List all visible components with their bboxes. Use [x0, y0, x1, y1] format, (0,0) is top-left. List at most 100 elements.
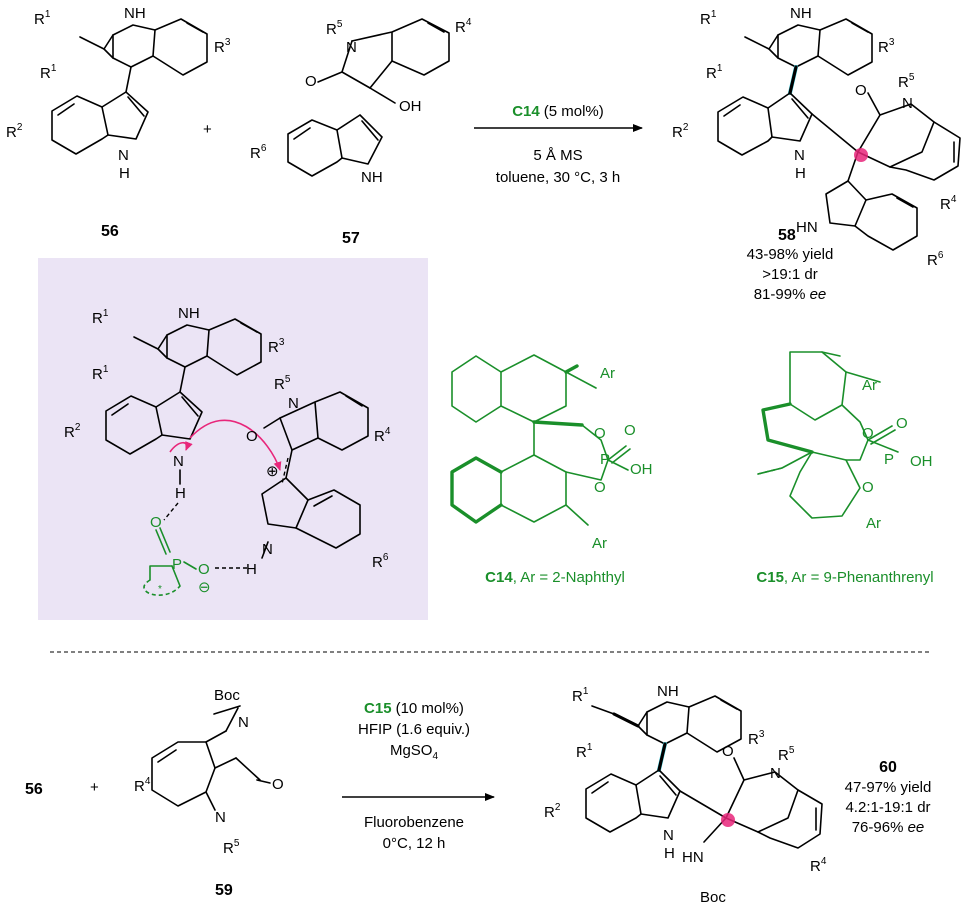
c56-r3: R3 [214, 37, 231, 56]
r2-dr: 4.2:1-19:1 dr [845, 799, 930, 816]
c56-r1-bottom: R1 [40, 63, 57, 82]
c60-nh-top: NH [657, 683, 679, 700]
mechanism-structure [105, 318, 369, 569]
electron-arrow-small [169, 441, 193, 453]
c57-r6: R6 [250, 143, 267, 162]
mech-r5: R5 [274, 374, 291, 393]
compound-57-structure [287, 18, 450, 177]
c60-hn: HN [682, 849, 704, 866]
compound-60-structure [585, 695, 823, 849]
c59-boc: Boc [214, 687, 240, 704]
plus-sign-1: + [203, 121, 212, 138]
c60-r3: R3 [748, 729, 765, 748]
c14-oh: OH [630, 461, 653, 478]
mech-anion-o: O [198, 561, 210, 578]
r2-catalyst: C15(10 mol%) [364, 700, 464, 717]
c57-oh: OH [399, 98, 422, 115]
electron-arrow-main [189, 419, 282, 471]
c14-o2: O [594, 479, 606, 496]
catalyst-c14-caption: C14, Ar = 2-Naphthyl [485, 569, 625, 586]
mech-p: P [172, 556, 182, 573]
mech-r1-top: R1 [92, 308, 109, 327]
compound-58-label: 58 [778, 227, 796, 244]
c57-n: N [346, 39, 357, 56]
catalyst-c15-structure [757, 351, 899, 519]
c60-boc: Boc [700, 889, 726, 906]
c58-r1-bottom: R1 [706, 63, 723, 82]
c58-r6: R6 [927, 250, 944, 269]
r2-yield: 47-97% yield [845, 779, 932, 796]
c14-ar-top: Ar [600, 365, 615, 382]
c58-n-bottom: N [794, 147, 805, 164]
mech-r3: R3 [268, 337, 285, 356]
c58-hn: HN [796, 219, 818, 236]
mech-h-bottom: H [246, 561, 257, 578]
r1-catalyst: C14(5 mol%) [512, 103, 604, 120]
c60-n: N [770, 765, 781, 782]
c59-n-top: N [238, 714, 249, 731]
c15-o2: O [862, 479, 874, 496]
c15-ar-top: Ar [862, 377, 877, 394]
c58-o: O [855, 82, 867, 99]
c59-r4: R4 [134, 776, 151, 795]
c14-ar-bottom: Ar [592, 535, 607, 552]
c57-o: O [305, 73, 317, 90]
mech-h-left: H [175, 485, 186, 502]
r2-condition-2: MgSO4 [390, 742, 439, 762]
c56-h-bottom: H [119, 165, 130, 182]
compound-59-structure [151, 705, 271, 811]
compound-56-structure [51, 18, 208, 155]
c58-r3: R3 [878, 37, 895, 56]
r1-ee: 81-99% ee [754, 286, 827, 303]
stereocenter-highlight-60 [721, 813, 735, 827]
mech-r2: R2 [64, 422, 81, 441]
mech-n-left: N [173, 453, 184, 470]
compound-59-label: 59 [215, 882, 233, 899]
mech-phosphate-fragment [143, 527, 197, 596]
c56-r1-top: R1 [34, 9, 51, 28]
catalyst-c14-structure [450, 354, 631, 526]
c59-o: O [272, 776, 284, 793]
c14-o1: O [594, 425, 606, 442]
mech-phosphoryl-o: O [150, 514, 162, 531]
mech-nh-top: NH [178, 305, 200, 322]
c60-r1-bottom: R1 [576, 742, 593, 761]
compound-60-label: 60 [879, 759, 897, 776]
c58-nh-top: NH [790, 5, 812, 22]
c15-ar-bottom: Ar [866, 515, 881, 532]
mech-minus-charge: ⊖ [198, 579, 211, 596]
mech-n-top-right: N [288, 395, 299, 412]
r1-yield: 43-98% yield [747, 246, 834, 263]
c56-n-bottom: N [118, 147, 129, 164]
r2-condition-1: HFIP (1.6 equiv.) [358, 721, 470, 738]
mech-o: O [246, 428, 258, 445]
c56-r2: R2 [6, 122, 23, 141]
r2-ee: 76-96% ee [852, 819, 925, 836]
c60-r5: R5 [778, 745, 795, 764]
c14-o-double: O [624, 422, 636, 439]
c57-r4: R4 [455, 17, 472, 36]
c15-o1: O [862, 425, 874, 442]
c15-oh: OH [910, 453, 933, 470]
r2-condition-3: Fluorobenzene [364, 814, 464, 831]
c58-r4: R4 [940, 194, 957, 213]
r1-condition-2: toluene, 30 °C, 3 h [496, 169, 620, 186]
c59-n-bottom: N [215, 809, 226, 826]
c56-nh-top: NH [124, 5, 146, 22]
c57-nh: NH [361, 169, 383, 186]
r1-condition-1: 5 Å MS [533, 147, 582, 164]
r1-dr: >19:1 dr [762, 266, 817, 283]
compound-56-label: 56 [101, 223, 119, 240]
c15-p: P [884, 451, 894, 468]
mech-r1-bottom: R1 [92, 364, 109, 383]
c58-r1-top: R1 [700, 9, 717, 28]
c58-h-bottom: H [795, 165, 806, 182]
mech-plus-charge: ⊕ [266, 463, 279, 480]
c60-h-bottom: H [664, 845, 675, 862]
plus-sign-2: + [90, 779, 99, 796]
c59-r5: R5 [223, 838, 240, 857]
c58-r5: R5 [898, 72, 915, 91]
catalyst-c15-caption: C15, Ar = 9-Phenanthrenyl [756, 569, 933, 586]
c60-r2: R2 [544, 802, 561, 821]
compound-57-label: 57 [342, 230, 360, 247]
